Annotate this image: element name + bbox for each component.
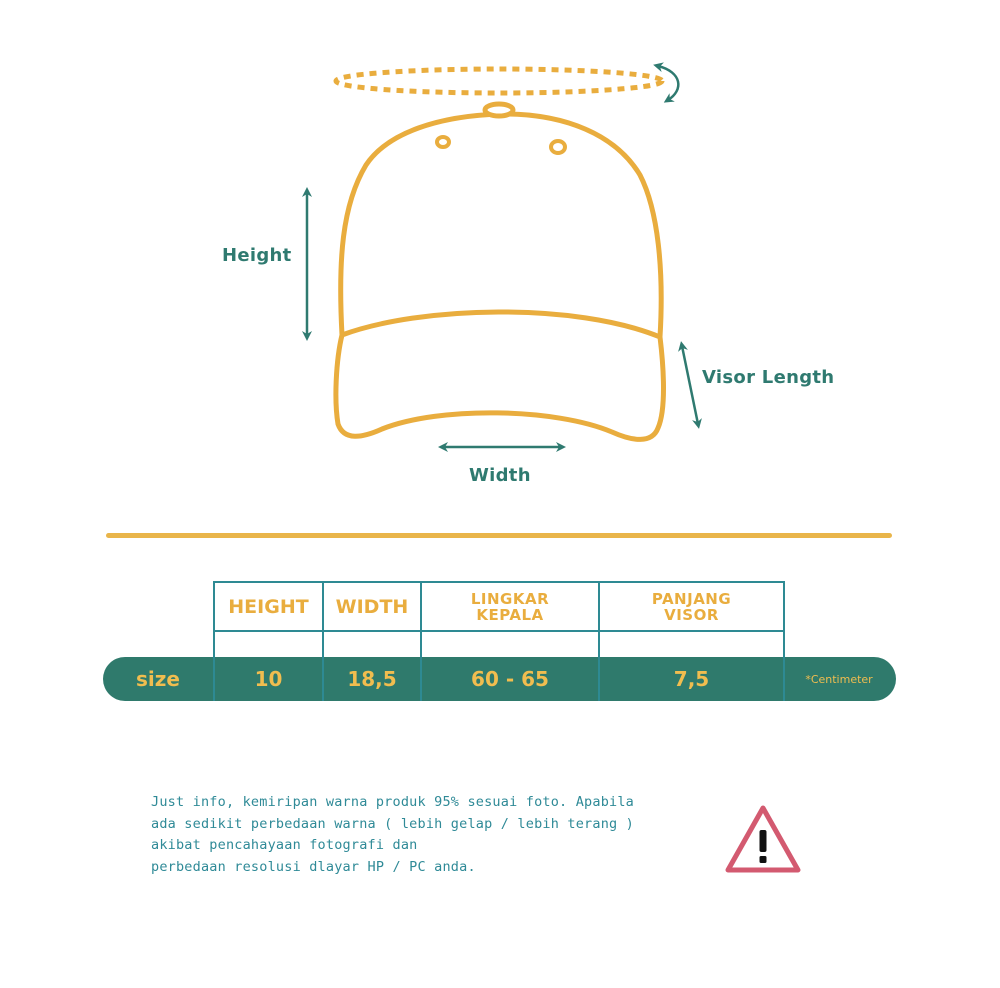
- header-lingkar-kepala-line-1: LINGKAR: [470, 589, 550, 608]
- value-height: 10: [254, 667, 283, 691]
- disclaimer-line: ada sedikit perbedaan warna ( lebih gela…: [151, 815, 635, 832]
- table-grid-line: [420, 581, 422, 701]
- table-grid-line: [213, 630, 785, 632]
- size-row-label: size: [136, 667, 180, 691]
- size-row-band: [103, 657, 896, 701]
- cap-eyelet-left: [435, 135, 451, 149]
- header-lingkar-kepala-line-2: KEPALA: [476, 606, 544, 624]
- cap-diagram: [302, 62, 702, 452]
- head-circumference-ellipse: [333, 66, 665, 96]
- table-grid-line: [598, 581, 600, 701]
- cap-crown-outline: [338, 111, 664, 340]
- header-panjang-visor-line-2: VISOR: [664, 606, 719, 624]
- table-grid-line: [783, 581, 785, 701]
- cap-eyelet-right: [549, 139, 567, 155]
- value-lingkar-kepala: 60 - 65: [471, 667, 549, 691]
- header-panjang-visor: PANJANG VISOR: [600, 583, 783, 631]
- section-divider: [106, 533, 892, 538]
- cap-button: [482, 101, 516, 119]
- visor-length-arrow: [678, 341, 702, 429]
- header-height: HEIGHT: [228, 595, 309, 618]
- disclaimer-line: Just info, kemiripan warna produk 95% se…: [151, 794, 635, 810]
- unit-note: *Centimeter: [805, 672, 873, 686]
- warning-triangle-icon: [725, 805, 801, 873]
- table-grid-line: [213, 581, 215, 701]
- table-grid-line: [322, 581, 324, 701]
- header-lingkar-kepala: LINGKAR KEPALA: [422, 583, 598, 631]
- disclaimer-line: akibat pencahayaan fotografi dan: [151, 837, 418, 853]
- value-panjang-visor: 7,5: [673, 667, 710, 691]
- height-label: Height: [222, 245, 292, 266]
- rotation-arrow-icon: [653, 62, 680, 103]
- width-label: Width: [469, 465, 531, 486]
- disclaimer-line: perbedaan resolusi dlayar HP / PC anda.: [151, 858, 476, 875]
- visor-length-label: Visor Length: [702, 367, 835, 388]
- cap-visor-outline: [333, 309, 666, 442]
- header-width: WIDTH: [335, 595, 409, 618]
- color-disclaimer: Just info, kemiripan warna produk 95% se…: [151, 792, 691, 878]
- value-width: 18,5: [347, 667, 397, 691]
- size-table: HEIGHT WIDTH LINGKAR KEPALA PANJANG VISO…: [213, 581, 785, 701]
- header-panjang-visor-line-1: PANJANG: [651, 589, 732, 608]
- table-grid-line: [213, 581, 785, 583]
